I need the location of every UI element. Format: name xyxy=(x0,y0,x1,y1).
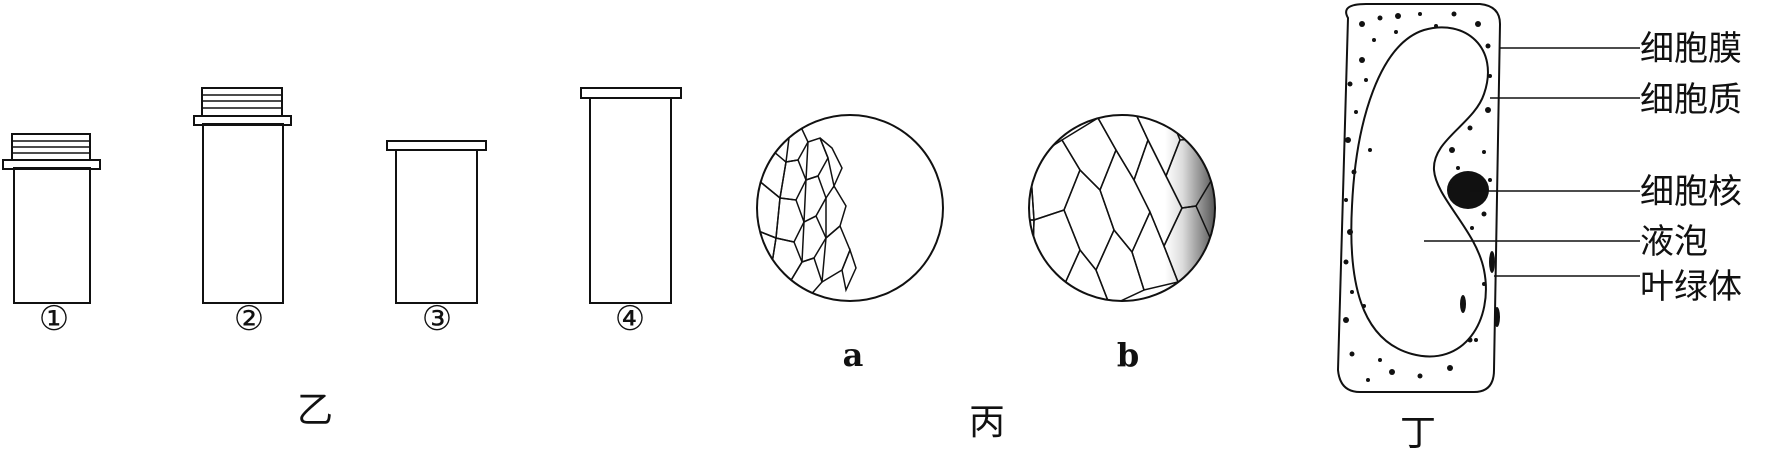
lens-2-label: ② xyxy=(234,299,264,339)
view-a-label: a xyxy=(843,336,864,374)
lens-3-label: ③ xyxy=(422,299,452,339)
chloroplast xyxy=(1460,295,1466,313)
chloroplast xyxy=(1494,307,1500,327)
chloroplast xyxy=(1489,251,1495,273)
view-b: b xyxy=(1028,114,1216,374)
panel-ding-caption: 丁 xyxy=(1400,413,1436,453)
lens-2 xyxy=(193,87,292,304)
view-a: a xyxy=(756,114,944,374)
label-chloroplast: 叶绿体 xyxy=(1640,267,1742,307)
panel-yi-caption: 乙 xyxy=(297,390,333,431)
vacuole xyxy=(1350,26,1489,358)
label-nucleus: 细胞核 xyxy=(1640,172,1742,212)
label-cell-membrane: 细胞膜 xyxy=(1640,29,1742,69)
panel-yi: ① ② ③ ④ 乙 xyxy=(2,87,682,431)
view-b-label: b xyxy=(1117,336,1139,374)
nucleus xyxy=(1447,171,1489,209)
cytoplasm-granules xyxy=(1343,11,1492,382)
cell-membrane xyxy=(1336,3,1502,393)
label-cytoplasm: 细胞质 xyxy=(1640,80,1742,120)
panel-bing: a xyxy=(756,114,1216,443)
panel-ding: 细胞膜 细胞质 细胞核 液泡 叶绿体 丁 xyxy=(1336,3,1742,453)
lens-1-label: ① xyxy=(39,299,69,339)
lens-4 xyxy=(580,87,682,304)
panel-bing-caption: 丙 xyxy=(969,402,1005,443)
lens-1 xyxy=(2,133,101,304)
lens-4-label: ④ xyxy=(615,299,645,339)
lens-3 xyxy=(386,140,487,304)
label-vacuole: 液泡 xyxy=(1640,222,1708,262)
